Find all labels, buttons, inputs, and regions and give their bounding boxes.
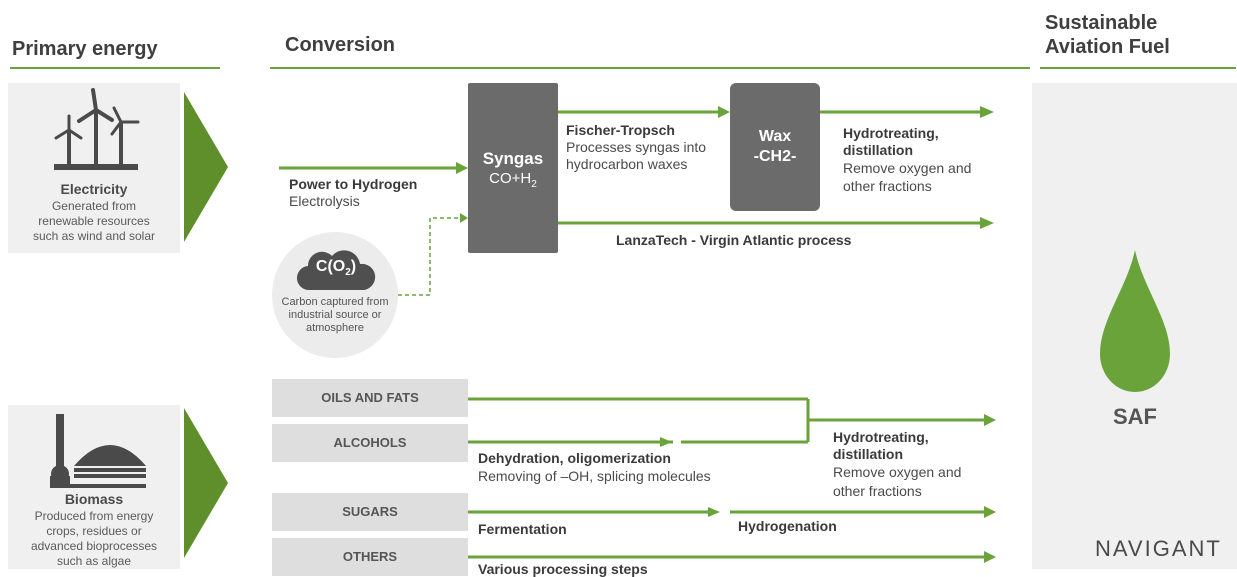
power-to-hydrogen-sub: Electrolysis [289, 193, 360, 209]
conversion-header: Conversion [285, 34, 396, 56]
biomass-chevron-arrow [184, 408, 228, 558]
biomass-desc-1: Produced from energy [34, 509, 154, 523]
biomass-title: Biomass [64, 491, 124, 507]
biogas-plant-icon [50, 414, 146, 488]
primary-energy-header: Primary energy [12, 38, 158, 60]
electricity-chevron-arrow [184, 92, 228, 242]
wind-turbine-icon [54, 88, 140, 170]
alcohols-gap-mask [673, 438, 681, 446]
dehydration-desc: Removing of –OH, splicing molecules [478, 468, 711, 484]
hydrotreating-bottom-desc-2: other fractions [833, 483, 922, 499]
carbon-desc-1: Carbon captured from [281, 296, 389, 308]
cloud-icon [296, 250, 376, 291]
hydrotreating-top-desc-2: other fractions [843, 178, 932, 194]
dehydration-title: Dehydration, oligomerization [478, 450, 671, 466]
syngas-formula-sub: 2 [531, 179, 537, 190]
feedstock-others: OTHERS [272, 538, 468, 576]
biomass-desc-2: crops, residues or [46, 524, 142, 538]
electricity-title: Electricity [60, 181, 128, 197]
electricity-desc-1: Generated from [51, 199, 137, 213]
carbon-desc-3: atmosphere [305, 322, 365, 334]
carbon-capture-circle [272, 232, 398, 358]
syngas-formula-main: CO+H [489, 170, 532, 187]
feedstock-oils-fats: OILS AND FATS [272, 379, 468, 417]
syngas-title: Syngas [482, 149, 544, 168]
biomass-desc-3: advanced bioprocesses [30, 539, 158, 553]
feedstock-sugars: SUGARS [272, 493, 468, 531]
saf-label: SAF [1113, 404, 1157, 429]
saf-header-line1: Sustainable [1045, 12, 1158, 34]
fuel-drop-icon [1100, 250, 1170, 392]
carbon-desc-2: industrial source or [288, 309, 382, 321]
conversion-underline [270, 67, 1030, 69]
hydrotreating-bottom-title-2: distillation [833, 446, 903, 462]
fischer-tropsch-desc-1: Processes syngas into [566, 139, 707, 155]
saf-underline [1040, 67, 1236, 69]
carbon-formula: C(O2) [296, 258, 376, 278]
power-to-hydrogen-title: Power to Hydrogen [289, 176, 418, 192]
carbon-formula-main: C(O [315, 258, 346, 275]
wax-sub: -CH2- [753, 148, 797, 165]
hydrotreating-top-title-2: distillation [843, 142, 913, 158]
saf-header-line2: Aviation Fuel [1045, 36, 1170, 58]
feedstock-alcohols: ALCOHOLS [272, 424, 468, 462]
syngas-box [468, 83, 558, 253]
carbon-formula-sub: 2 [345, 267, 351, 279]
lanzatech-label: LanzaTech - Virgin Atlantic process [616, 232, 852, 248]
wax-title: Wax [758, 128, 792, 145]
fermentation-label: Fermentation [478, 521, 567, 537]
carbon-formula-end: ) [350, 258, 357, 275]
hydrotreating-bottom-title-1: Hydrotreating, [833, 429, 929, 445]
navigant-logo: NAVIGANT [1095, 536, 1222, 561]
hydrotreating-top-desc-1: Remove oxygen and [843, 160, 972, 176]
hydrotreating-top-title-1: Hydrotreating, [843, 125, 939, 141]
fischer-tropsch-title: Fischer-Tropsch [566, 122, 675, 138]
fischer-tropsch-desc-2: hydrocarbon waxes [566, 156, 688, 172]
hydrotreating-bottom-desc-1: Remove oxygen and [833, 464, 962, 480]
syngas-formula: CO+H2 [468, 170, 558, 190]
electricity-desc-3: such as wind and solar [32, 229, 156, 243]
wax-box [730, 83, 820, 211]
hydrogenation-label: Hydrogenation [738, 518, 837, 534]
biomass-desc-4: such as algae [56, 554, 132, 568]
various-processing-label: Various processing steps [478, 561, 648, 577]
primary-energy-underline [10, 67, 220, 69]
electricity-desc-2: renewable resources [38, 214, 150, 228]
